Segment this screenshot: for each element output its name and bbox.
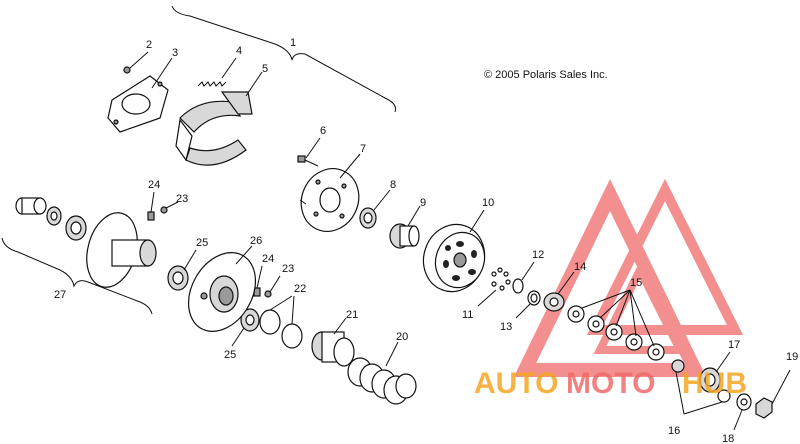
copyright-notice: © 2005 Polaris Sales Inc. [484,69,608,81]
callout-25-lower: 25 [224,349,236,361]
part-21-sleeve [311,331,355,367]
callout-21: 21 [346,309,358,321]
callout-17: 17 [728,339,740,351]
part-12-ring [512,278,524,294]
part-22-rings [259,309,303,349]
callout-27: 27 [54,289,66,301]
callout-23-upper: 23 [176,193,188,205]
callout-24-upper: 24 [148,179,160,191]
callout-25-upper: 25 [196,237,208,249]
part-16-washers [671,359,731,403]
part-26-sheave [187,252,257,332]
callout-24-lower: 24 [262,253,274,265]
part-27-bearing [46,206,62,226]
callout-20: 20 [396,331,408,343]
bracket-27 [1,237,153,315]
part-5-clutch-shoes [175,91,253,166]
part-7-hub-plate [299,168,360,232]
callout-18: 18 [722,433,734,444]
callout-4: 4 [236,45,242,57]
part-15-washers [567,305,665,361]
watermark-text: AUTO MOTO HUB [474,367,747,400]
callout-15: 15 [630,277,642,289]
part-6-screw [297,155,319,167]
part-8-bearing [359,207,377,229]
part-19-nut [755,369,791,419]
callout-22: 22 [294,283,306,295]
callout-26: 26 [250,235,262,247]
part-4-spring [197,81,227,87]
part-27-bushing [15,197,47,215]
part-23-fastener-upper [160,206,168,214]
part-27-seal [65,215,87,241]
part-25-seal-upper [167,265,189,291]
part-10-clutch-drum [422,223,486,293]
part-27-fixed-sheave [86,212,157,288]
callout-9: 9 [420,197,426,209]
callout-7: 7 [360,143,366,155]
watermark-part-1: AUTO [474,367,558,400]
part-9-hub [389,223,420,249]
part-13-washer [527,290,541,306]
part-14-washer [543,292,565,312]
callout-10: 10 [482,197,494,209]
callout-13: 13 [500,321,512,333]
bracket-1 [171,5,396,113]
part-3-plate [107,75,169,133]
callout-8: 8 [390,179,396,191]
watermark-part-2: MOTO [566,367,655,400]
part-2-screw [123,66,131,74]
callout-14: 14 [574,261,586,273]
part-25-seal-lower [240,308,260,332]
part-17-bearing [699,367,721,393]
callout-1: 1 [290,37,296,49]
part-20-spring [347,357,417,405]
callout-23-lower: 23 [282,263,294,275]
part-11-ball-ring [491,267,511,291]
callout-11: 11 [462,309,473,321]
watermark-logo-icon [513,178,744,377]
callout-6: 6 [320,125,326,137]
part-24-fastener-upper [147,211,155,221]
callout-5: 5 [262,63,268,75]
callout-3: 3 [172,47,178,59]
callout-16: 16 [668,425,680,437]
watermark-part-3: HUB [682,367,747,400]
part-18-washer [736,393,752,411]
callout-2: 2 [146,39,152,51]
part-23-fastener-lower [264,290,272,298]
callout-12: 12 [532,249,544,261]
callout-19: 19 [786,351,798,363]
